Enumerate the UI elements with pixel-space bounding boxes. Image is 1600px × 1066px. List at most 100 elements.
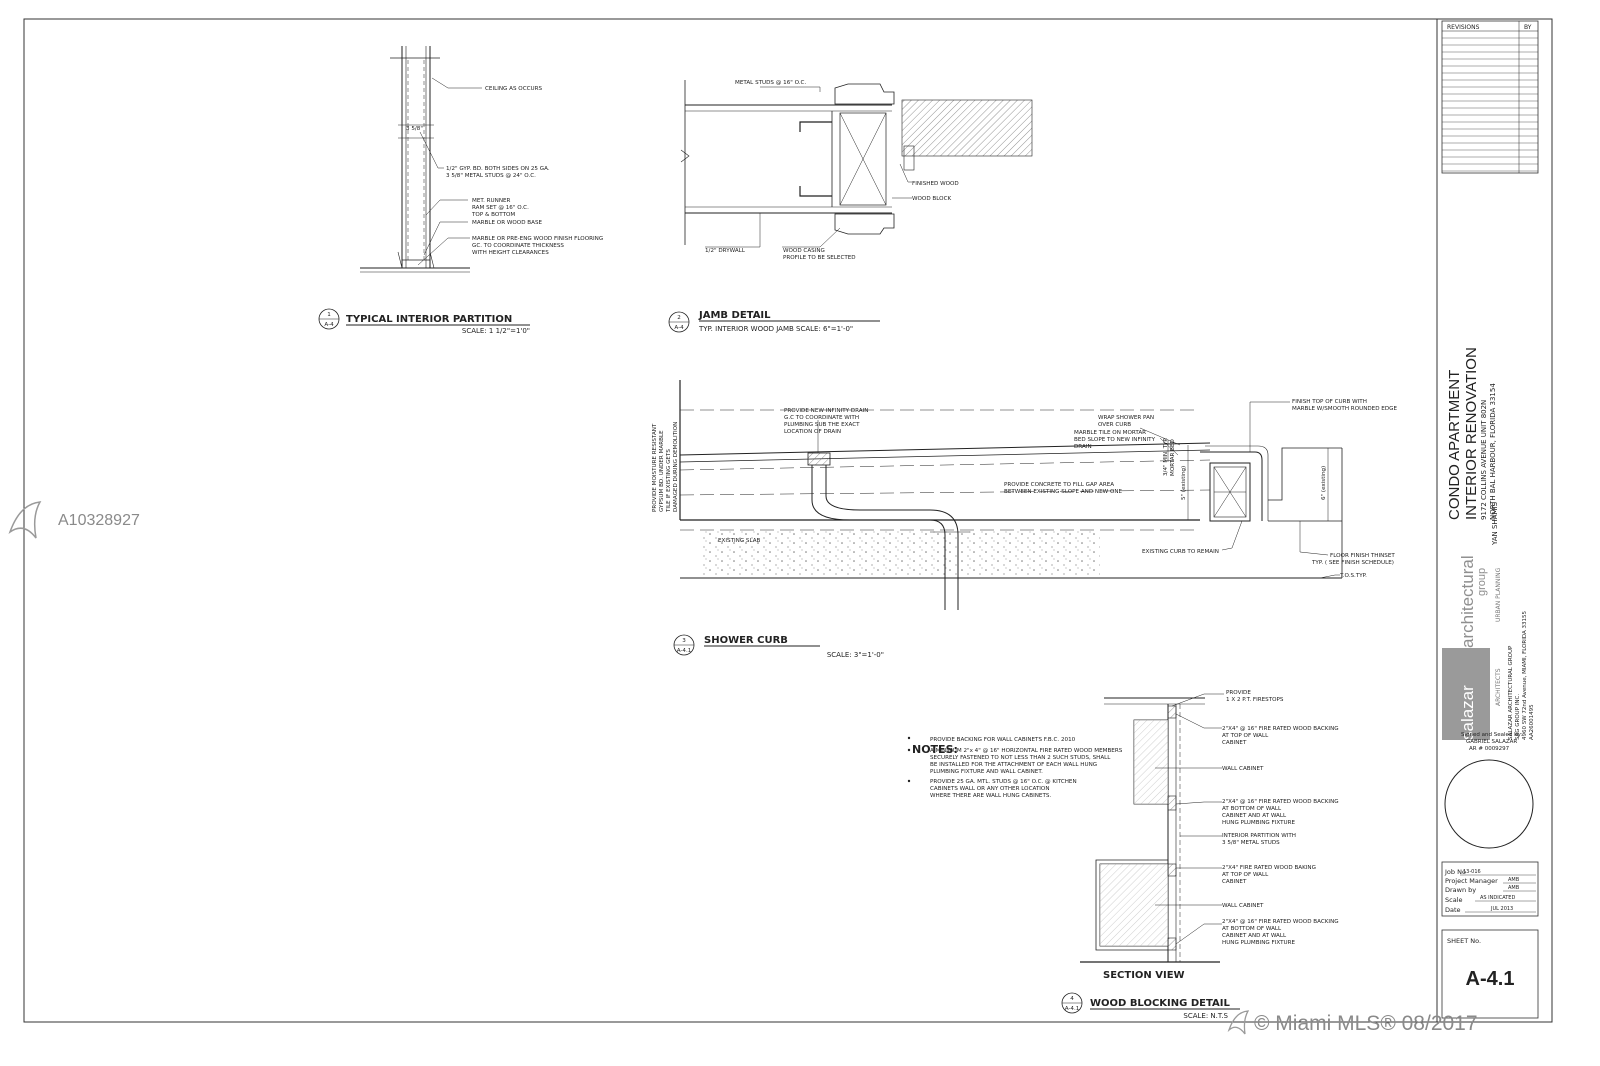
label-drain-1: PROVIDE NEW INFINITY DRAIN — [784, 408, 868, 414]
label-floor-2: GC. TO COORDINATE THICKNESS — [472, 243, 564, 249]
firm-architects: ARCHITECTS — [1495, 668, 1502, 706]
project-manager-label: Project Manager — [1445, 877, 1498, 885]
project-title: CONDO APARTMENT INTERIOR RENOVATION 9172… — [1446, 347, 1499, 546]
label-wood-block: WOOD BLOCK — [912, 196, 951, 202]
signed-label: Signed and Sealed by: — [1461, 732, 1522, 738]
drawn-by-label: Drawn by — [1445, 886, 1476, 894]
label-backing-1b: AT TOP OF WALL — [1222, 733, 1269, 739]
revisions-table — [1441, 20, 1539, 174]
note-2a: A MINIMUM 2"x 4" @ 16" HORIZONTAL FIRE R… — [930, 748, 1123, 754]
note-2b: SECURELY FASTENED TO NOT LESS THAN 2 SUC… — [930, 755, 1111, 761]
label-firestop-2: 1 X 2 P.T. FIRESTOPS — [1226, 697, 1284, 703]
label-existing-slab: EXISTING SLAB — [718, 538, 761, 544]
sheet-number-box — [1441, 929, 1539, 1019]
note-3c: WHERE THERE ARE WALL HUNG CABINETS. — [930, 793, 1051, 799]
job-info-table — [1441, 861, 1539, 917]
label-finished-wood: FINISHED WOOD — [912, 181, 959, 187]
label-concrete-1: PROVIDE CONCRETE TO FILL GAP AREA — [1004, 482, 1114, 488]
scale-value: AS INDICATED — [1480, 895, 1515, 901]
seal-circle — [1444, 759, 1534, 849]
label-curbtop-2: MARBLE W/SMOOTH ROUNDED EDGE — [1292, 406, 1397, 412]
label-six-existing: 6" (existing) — [1321, 466, 1327, 500]
label-runner-1: MET. RUNNER — [472, 198, 511, 204]
label-backing-1c: CABINET — [1222, 740, 1247, 746]
label-floor-3: WITH HEIGHT CLEARANCES — [472, 250, 549, 256]
label-casing-2: PROFILE TO BE SELECTED — [783, 255, 856, 261]
sheet-number: A-4.1 — [1466, 968, 1515, 990]
label-runner-3: TOP & BOTTOM — [471, 212, 515, 218]
detail-3-scale: SCALE: 3"=1'-0" — [827, 651, 884, 659]
mls-logo-icon — [8, 501, 42, 539]
label-tile-3: DRAIN — [1074, 444, 1092, 450]
callout-3-sheet: A-4.1 — [677, 648, 692, 654]
label-partition-1: INTERIOR PARTITION WITH — [1222, 833, 1296, 839]
label-backing-3c: CABINET — [1222, 879, 1247, 885]
detail-4-scale: SCALE: N.T.S — [1183, 1012, 1228, 1020]
label-backing-2d: HUNG PLUMBING FIXTURE — [1222, 820, 1296, 826]
project-name-1: CONDO APARTMENT — [1446, 370, 1463, 520]
detail-wood-blocking: PROVIDE 1 X 2 P.T. FIRESTOPS 2"X4" @ 16"… — [1061, 690, 1339, 1020]
label-vert-4: DAMAGED DURING DEMOLITION — [673, 422, 679, 512]
signer-ar: AR # 0009297 — [1469, 746, 1510, 752]
label-metal-studs: METAL STUDS @ 16" O.C. — [735, 80, 806, 86]
label-existing-curb: EXISTING CURB TO REMAIN — [1142, 549, 1219, 555]
title-block: REVISIONS BY CONDO APARTMENT INTERIOR RE… — [1441, 20, 1539, 1019]
firm-name-group: group — [1476, 568, 1488, 596]
sheet-border — [23, 18, 1553, 1023]
note-2c: BE INSTALLED FOR THE ATTACHMENT OF EACH … — [930, 762, 1097, 768]
label-backing-3a: 2"X4" FIRE RATED WOOD BAKING — [1222, 865, 1316, 871]
job-number-value: 13-016 — [1463, 869, 1481, 875]
label-drain-2: G.C TO COORDINATE WITH — [784, 415, 859, 421]
project-name-2: INTERIOR RENOVATION — [1463, 347, 1480, 520]
label-drywall: 1/2" DRYWALL — [705, 248, 746, 254]
note-3a: PROVIDE 25 GA. MTL. STUDS @ 16" O.C. @ K… — [930, 779, 1077, 785]
shower-vertical-note: PROVIDE MOISTURE RESISTANT GYPSUM BD. UN… — [652, 422, 679, 513]
detail-1-scale: SCALE: 1 1/2"=1'0" — [462, 327, 530, 335]
callout-4-number: 4 — [1070, 996, 1074, 1002]
label-drain-4: LOCATION OF DRAIN — [784, 429, 841, 435]
detail-1-title: TYPICAL INTERIOR PARTITION — [346, 314, 512, 325]
label-tile-1: MARBLE TILE ON MORTAR — [1074, 430, 1146, 436]
revisions-by-header: BY — [1524, 24, 1532, 31]
label-backing-2a: 2"X4" @ 16" FIRE RATED WOOD BACKING — [1222, 799, 1339, 805]
project-address-1: 9172 COLLINS AVENUE UNIT 802N — [1480, 400, 1488, 520]
firm-logo: salazar architectural group URBAN PLANNI… — [1442, 555, 1535, 740]
label-backing-4b: AT BOTTOM OF WALL — [1222, 926, 1282, 932]
revisions-header: REVISIONS — [1447, 24, 1480, 31]
label-five-existing: 5" (existing) — [1181, 466, 1187, 500]
label-mortar-2: MORTAR BED — [1170, 439, 1176, 476]
label-wall-cabinet-2: WALL CABINET — [1222, 903, 1264, 909]
note-1: PROVIDE BACKING FOR WALL CABINETS F.B.C.… — [930, 737, 1076, 743]
detail-2-scale: TYP. INTERIOR WOOD JAMB SCALE: 6"=1'-0" — [698, 325, 853, 333]
label-backing-1a: 2"X4" @ 16" FIRE RATED WOOD BACKING — [1222, 726, 1339, 732]
label-wall-cabinet-1: WALL CABINET — [1222, 766, 1264, 772]
firm-name-architectural: architectural — [1458, 555, 1477, 648]
label-stud-width: 3 5/8" — [406, 126, 423, 132]
mls-listing-id: A10328927 — [58, 512, 140, 529]
drawn-by-value: AMB — [1508, 885, 1520, 891]
job-number-label: Job No — [1444, 868, 1466, 876]
signer-name: GABRIEL SALAZAR — [1466, 739, 1517, 745]
detail-3-title: SHOWER CURB — [704, 635, 788, 646]
detail-jamb: METAL STUDS @ 16" O.C. FINISHED WOOD WOO… — [668, 80, 1033, 333]
callout-1-number: 1 — [327, 312, 331, 318]
callout-3-number: 3 — [682, 638, 686, 644]
label-vert-3: TILE IF EXISTING GETS — [666, 449, 672, 513]
mls-copyright: © Miami MLS® 08/2017 — [1254, 1012, 1478, 1035]
label-backing-3b: AT TOP OF WALL — [1222, 872, 1269, 878]
label-gyp-1: 1/2" GYP. BD. BOTH SIDES ON 25 GA. — [446, 166, 550, 172]
label-firestop-1: PROVIDE — [1226, 690, 1251, 696]
label-vert-2: GYPSUM BD. UNDER MARBLE — [659, 430, 665, 512]
callout-2-number: 2 — [677, 315, 681, 321]
label-concrete-2: BETWEEN EXISTING SLOPE AND NEW ONE — [1004, 489, 1123, 495]
callout-1-sheet: A-4 — [324, 322, 334, 328]
firm-address-4: AA26001495 — [1529, 704, 1535, 740]
project-manager-value: AMB — [1508, 877, 1520, 883]
firm-address-1: SALAZAR ARCHITECTURAL GROUP — [1508, 645, 1514, 740]
label-floor-finish-2: TYP. ( SEE FINISH SCHEDULE) — [1311, 560, 1394, 566]
label-floor-finish-1: FLOOR FINISH THINSET — [1330, 553, 1395, 559]
label-backing-4a: 2"X4" @ 16" FIRE RATED WOOD BACKING — [1222, 919, 1339, 925]
client-name: YAN SHAMIS — [1491, 501, 1499, 546]
callout-2-sheet: A-4 — [674, 325, 684, 331]
